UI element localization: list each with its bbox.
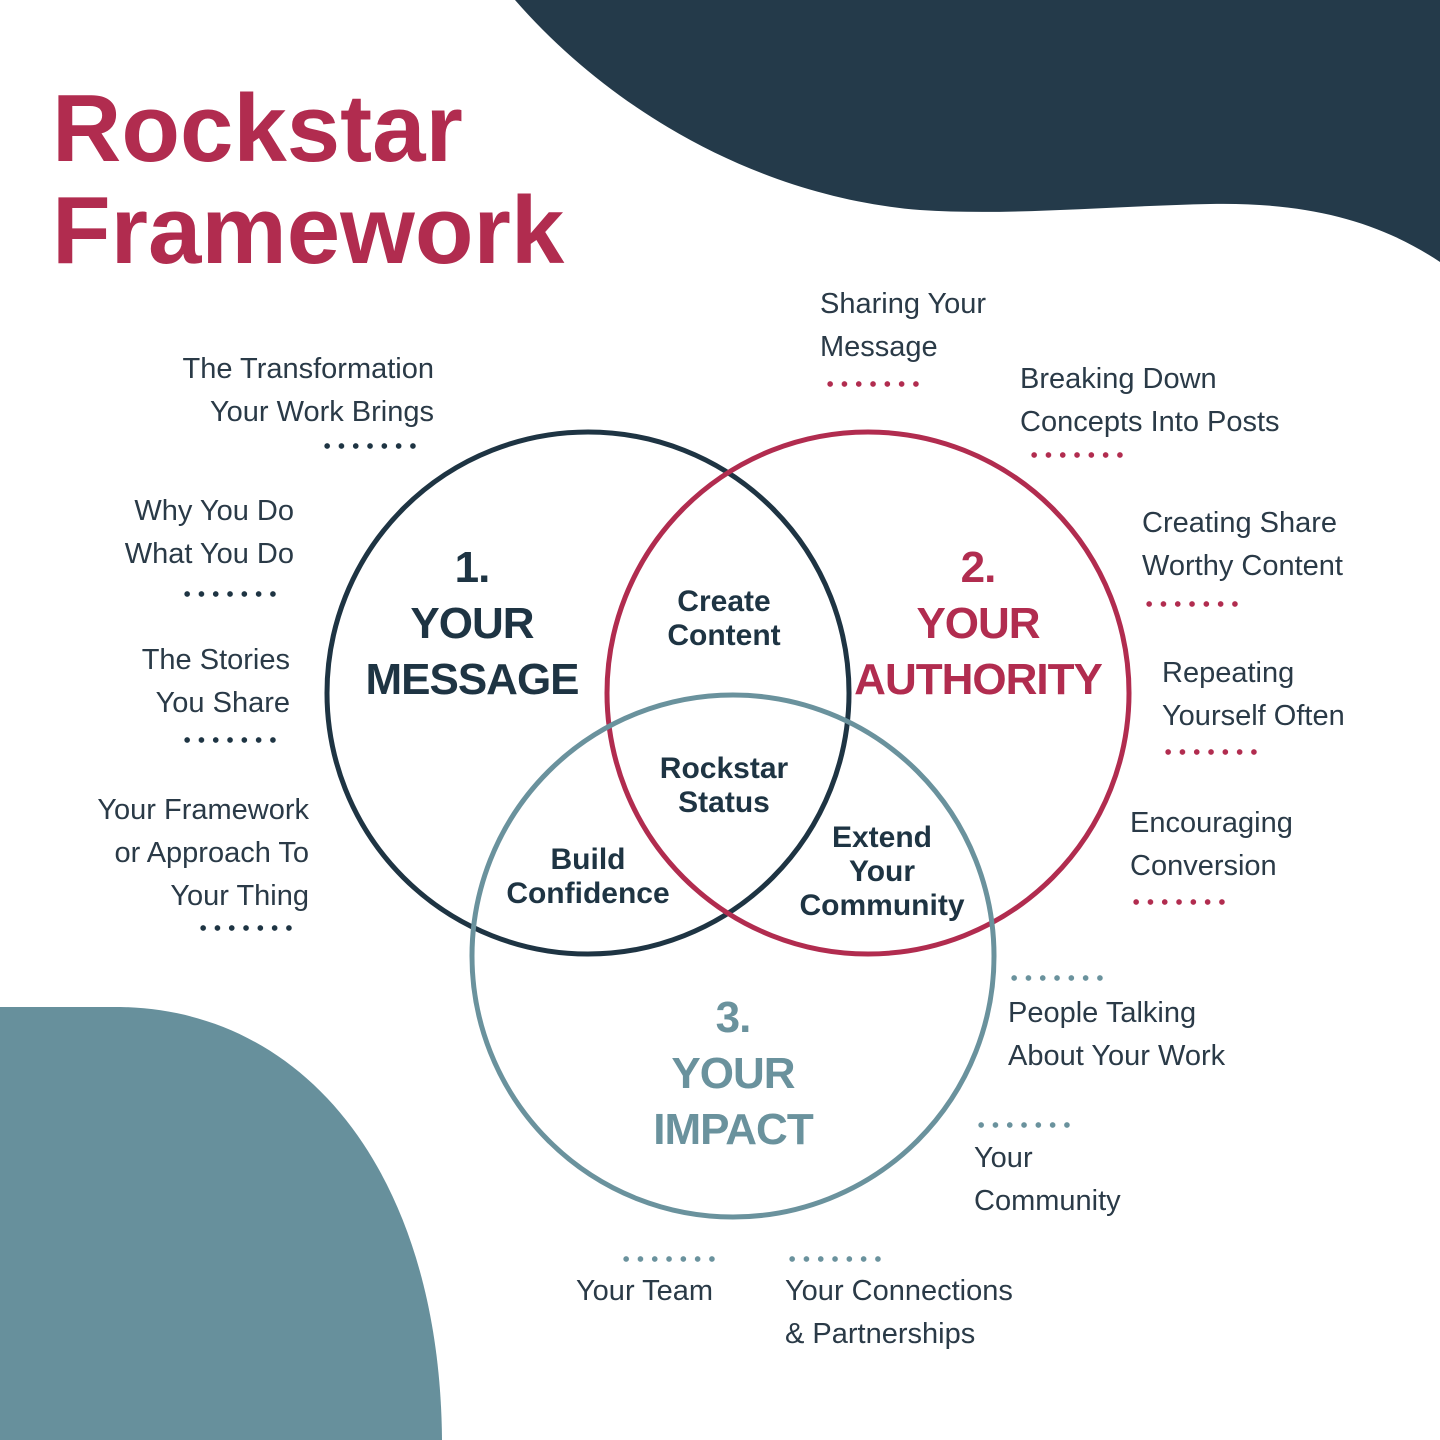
message-dot-divider — [196, 925, 300, 931]
message-label: The Transformation Your Work Brings — [183, 348, 434, 434]
impact-label: Your Team — [576, 1270, 713, 1313]
label-line: Repeating — [1162, 657, 1295, 689]
label-line: About Your Work — [1008, 1040, 1226, 1072]
extend-community-region: Extend Your Community — [800, 821, 965, 923]
title-line-2: Framework — [52, 177, 565, 284]
label-line: You Share — [155, 687, 290, 719]
label-line: What You Do — [124, 538, 294, 570]
impact-number: 3. — [715, 993, 752, 1042]
authority-dot-divider — [1129, 899, 1233, 905]
authority-label: Creating Share Worthy Content — [1142, 502, 1343, 588]
impact-line-1: YOUR — [671, 1049, 795, 1098]
label-line: or Approach To — [114, 837, 309, 869]
region-line: Extend — [831, 821, 933, 854]
message-label: Your Framework or Approach To Your Thing — [97, 789, 309, 918]
impact-dot-divider — [619, 1256, 723, 1262]
authority-label: Breaking Down Concepts Into Posts — [1020, 358, 1280, 444]
impact-label: People Talking About Your Work — [1008, 992, 1225, 1078]
label-line: & Partnerships — [785, 1318, 976, 1350]
message-dot-divider — [180, 591, 284, 597]
region-line: Your — [848, 855, 916, 888]
authority-dot-divider — [823, 381, 927, 387]
label-line: Your Framework — [97, 794, 309, 826]
region-line: Confidence — [506, 877, 670, 910]
label-line: Breaking Down — [1020, 363, 1217, 395]
impact-dot-divider — [974, 1122, 1078, 1128]
label-line: Community — [974, 1185, 1121, 1217]
label-line: The Transformation — [182, 353, 434, 385]
authority-number: 2. — [960, 543, 997, 592]
impact-circle-title: 3. YOUR IMPACT — [653, 990, 813, 1158]
label-line: Concepts Into Posts — [1020, 406, 1280, 438]
label-line: Why You Do — [134, 495, 294, 527]
message-label: Why You Do What You Do — [125, 490, 294, 576]
region-line: Rockstar — [659, 752, 789, 785]
message-line-1: YOUR — [410, 599, 534, 648]
label-line: Creating Share — [1142, 507, 1338, 539]
authority-label: Repeating Yourself Often — [1162, 652, 1345, 738]
label-line: The Stories — [141, 644, 290, 676]
title-line-1: Rockstar — [52, 75, 463, 182]
message-line-2: MESSAGE — [365, 655, 579, 704]
authority-line-2: AUTHORITY — [854, 655, 1103, 704]
authority-label: Sharing Your Message — [820, 283, 986, 369]
region-line: Build — [550, 843, 626, 876]
message-dot-divider — [320, 443, 424, 449]
region-line: Create — [677, 585, 771, 618]
label-line: Your Connections — [785, 1275, 1013, 1307]
label-line: Message — [820, 331, 938, 363]
impact-dot-divider — [785, 1256, 889, 1262]
create-content-region: Create Content — [667, 585, 780, 653]
build-confidence-region: Build Confidence — [506, 843, 669, 911]
authority-circle — [604, 429, 1132, 957]
message-circle — [324, 429, 852, 957]
authority-label: Encouraging Conversion — [1130, 802, 1293, 888]
label-line: Your Thing — [170, 880, 309, 912]
region-line: Community — [799, 889, 965, 922]
impact-label: Your Connections & Partnerships — [785, 1270, 1013, 1356]
page-title: Rockstar Framework — [52, 78, 564, 282]
message-circle-title: 1. YOUR MESSAGE — [365, 540, 579, 708]
authority-dot-divider — [1027, 452, 1131, 458]
label-line: Conversion — [1130, 850, 1277, 882]
impact-line-2: IMPACT — [653, 1105, 813, 1154]
region-line: Status — [678, 786, 770, 819]
teal-corner-blob — [0, 1007, 442, 1440]
label-line: Sharing Your — [820, 288, 987, 320]
impact-label: Your Community — [974, 1137, 1121, 1223]
label-line: Your Team — [576, 1275, 714, 1307]
impact-dot-divider — [1007, 975, 1111, 981]
label-line: Your — [974, 1142, 1033, 1174]
dark-corner-blob — [515, 0, 1440, 262]
message-dot-divider — [180, 737, 284, 743]
authority-line-1: YOUR — [916, 599, 1040, 648]
label-line: People Talking — [1008, 997, 1197, 1029]
authority-dot-divider — [1142, 601, 1246, 607]
label-line: Yourself Often — [1162, 700, 1345, 732]
label-line: Worthy Content — [1142, 550, 1343, 582]
authority-dot-divider — [1161, 749, 1265, 755]
label-line: Encouraging — [1130, 807, 1293, 839]
authority-circle-title: 2. YOUR AUTHORITY — [854, 540, 1103, 708]
message-label: The Stories You Share — [142, 639, 290, 725]
region-line: Content — [667, 619, 781, 652]
impact-circle — [469, 692, 997, 1220]
rockstar-status-region: Rockstar Status — [660, 752, 788, 820]
label-line: Your Work Brings — [209, 396, 434, 428]
message-number: 1. — [454, 543, 491, 592]
